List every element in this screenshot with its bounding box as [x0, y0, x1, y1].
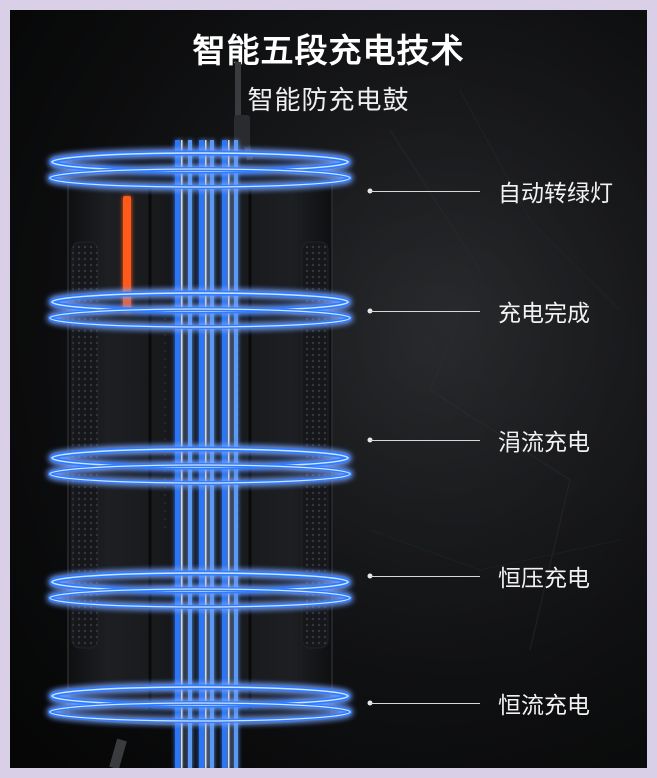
ring-3	[48, 446, 352, 485]
charger-illustration	[48, 62, 352, 768]
cable	[109, 62, 253, 768]
light-beams	[175, 140, 238, 768]
glow-rings	[48, 150, 352, 723]
stage-leader-3	[370, 440, 480, 441]
stage-label-trickle: 涓流充电	[498, 430, 590, 456]
stage-leader-2	[370, 311, 480, 312]
stage-leader-1	[370, 191, 480, 192]
ring-4	[48, 570, 352, 609]
ring-1	[48, 150, 352, 189]
poster-panel: 智能五段充电技术 智能防充电鼓	[10, 10, 647, 768]
stage-leader-5	[370, 703, 480, 704]
stage-label-complete: 充电完成	[498, 301, 590, 327]
charge-indicator-light	[123, 196, 131, 312]
stage-label-constant-voltage: 恒压充电	[498, 566, 590, 592]
subtitle: 智能防充电鼓	[247, 86, 410, 116]
stage-leader-4	[370, 576, 480, 577]
ring-5	[48, 684, 352, 723]
stage-label-auto-green: 自动转绿灯	[498, 181, 613, 207]
ring-2	[48, 290, 352, 329]
stage-label-constant-current: 恒流充电	[498, 693, 590, 719]
